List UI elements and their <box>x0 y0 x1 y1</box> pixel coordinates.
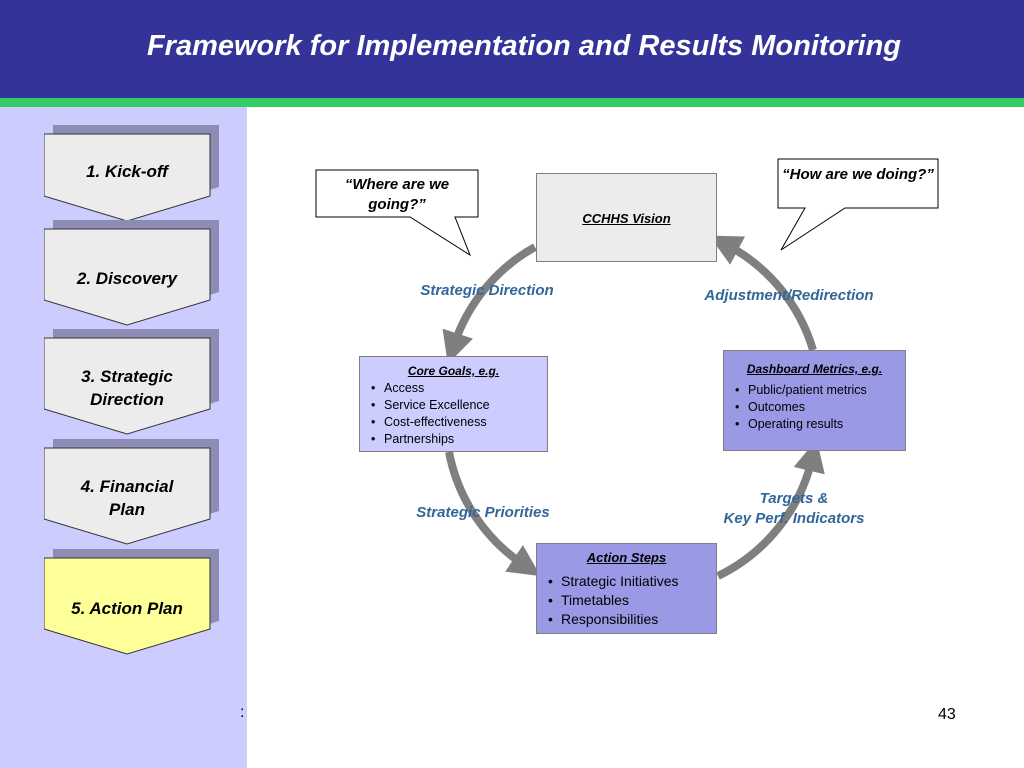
label-targets-kpi: Targets & Key Perf. Indicators <box>700 489 888 529</box>
action-steps-title: Action Steps <box>586 550 667 565</box>
list-item: Outcomes <box>732 399 897 416</box>
list-item: Service Excellence <box>368 397 539 414</box>
list-item: Partnerships <box>368 431 539 448</box>
dashboard-metrics-box: Dashboard Metrics, e.g. Public/patient m… <box>723 350 906 451</box>
chevron-shape-active <box>44 549 219 655</box>
speech-bubble-how <box>777 158 939 251</box>
label-strategic-priorities: Strategic Priorities <box>416 504 550 521</box>
cycle-arrow-actions-to-metrics <box>716 439 825 580</box>
core-goals-box: Core Goals, e.g. Access Service Excellen… <box>359 356 548 452</box>
vision-box: CCHHS Vision <box>536 173 717 262</box>
step-label: 1. Kick-off <box>86 162 168 181</box>
list-item: Responsibilities <box>545 610 708 629</box>
cycle-arrow-metrics-to-vision <box>709 235 817 352</box>
list-item: Cost-effectiveness <box>368 414 539 431</box>
vision-title: CCHHS Vision <box>582 211 671 226</box>
label-strategic-direction: Strategic Direction <box>420 282 554 299</box>
slide-title: Framework for Implementation and Results… <box>146 30 902 62</box>
step-financial-plan: 4. Financial Plan <box>44 439 219 545</box>
action-steps-box: Action Steps Strategic Initiatives Timet… <box>536 543 717 634</box>
list-item: Public/patient metrics <box>732 382 897 399</box>
chevron-shape <box>44 125 219 221</box>
label-targets-line1: Targets & <box>759 490 829 507</box>
header-accent-stripe <box>0 98 1024 107</box>
step-label: 2. Discovery <box>76 269 178 288</box>
bubble-how-text: “How are we doing?” <box>782 166 934 183</box>
step-kick-off: 1. Kick-off <box>44 125 219 221</box>
list-item: Timetables <box>545 591 708 610</box>
stray-footer-mark: : <box>240 704 245 721</box>
speech-bubble-where <box>315 169 479 257</box>
title-bar: Framework for Implementation and Results… <box>0 0 1024 98</box>
step-discovery: 2. Discovery <box>44 220 219 326</box>
page-number: 43 <box>938 706 956 723</box>
step-label: 5. Action Plan <box>71 599 183 618</box>
step-strategic-direction: 3. Strategic Direction <box>44 329 219 435</box>
list-item: Strategic Initiatives <box>545 572 708 591</box>
dashboard-list: Public/patient metrics Outcomes Operatin… <box>732 382 897 433</box>
list-item: Access <box>368 380 539 397</box>
label-adjustment-redirection: Adjustment/Redirection <box>704 287 874 304</box>
chevron-shape <box>44 220 219 326</box>
core-goals-title: Core Goals, e.g. <box>407 364 500 378</box>
cycle-arrow-goals-to-actions <box>445 451 541 577</box>
list-item: Operating results <box>732 416 897 433</box>
step-label: 4. Financial Plan <box>80 477 174 519</box>
step-action-plan: 5. Action Plan <box>44 549 219 655</box>
dashboard-title: Dashboard Metrics, e.g. <box>746 362 883 376</box>
bubble-where-text: “Where are we going?” <box>344 176 450 213</box>
cycle-arrow-vision-to-goals <box>442 243 537 364</box>
step-label: 3. Strategic Direction <box>81 367 173 409</box>
label-targets-line2: Key Perf. Indicators <box>723 510 865 527</box>
core-goals-list: Access Service Excellence Cost-effective… <box>368 380 539 448</box>
action-steps-list: Strategic Initiatives Timetables Respons… <box>545 572 708 629</box>
chevron-shape <box>44 329 219 435</box>
chevron-shape <box>44 439 219 545</box>
